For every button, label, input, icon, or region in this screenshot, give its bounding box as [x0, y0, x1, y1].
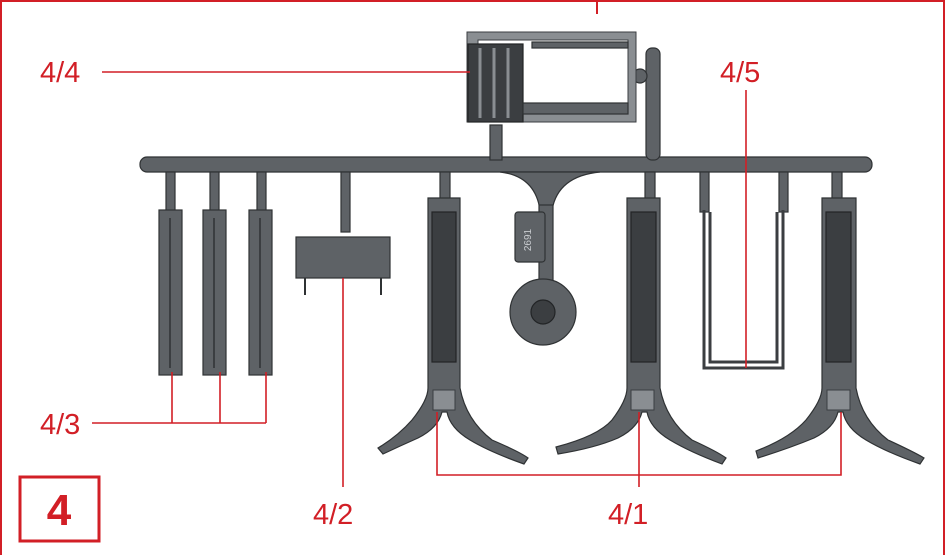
step-number: 4	[47, 486, 72, 535]
upper-runner	[645, 47, 661, 161]
label-part-4-1: 4/1	[608, 499, 648, 531]
sprue-tree: 2691	[139, 31, 925, 465]
center-disc	[509, 278, 577, 346]
window-frame-part	[466, 31, 637, 123]
leader-lines	[92, 71, 842, 487]
label-part-4-3: 4/3	[40, 409, 80, 441]
main-runner	[139, 156, 873, 173]
step-number-box: 4	[18, 475, 101, 543]
leader-4-1	[436, 412, 842, 487]
plate-part-4-2	[295, 171, 391, 295]
label-part-4-2: 4/2	[313, 499, 353, 531]
posts-part-4-3	[158, 171, 273, 376]
sprue-tag: 2691	[514, 211, 546, 263]
window-gate	[489, 124, 503, 161]
leg-right	[755, 171, 925, 465]
leg-left	[377, 171, 529, 465]
legs-part-4-1	[377, 171, 925, 465]
leader-4-3	[92, 372, 267, 424]
bracket-part-4-5	[699, 171, 789, 370]
curved-runner	[499, 171, 601, 211]
label-part-4-4: 4/4	[40, 57, 80, 89]
part-labels: 4/4 4/5 4/3 4/2 4/1	[40, 57, 760, 531]
label-part-4-5: 4/5	[720, 57, 760, 89]
sprue-marking: 2691	[523, 228, 534, 251]
leg-middle	[555, 171, 727, 465]
